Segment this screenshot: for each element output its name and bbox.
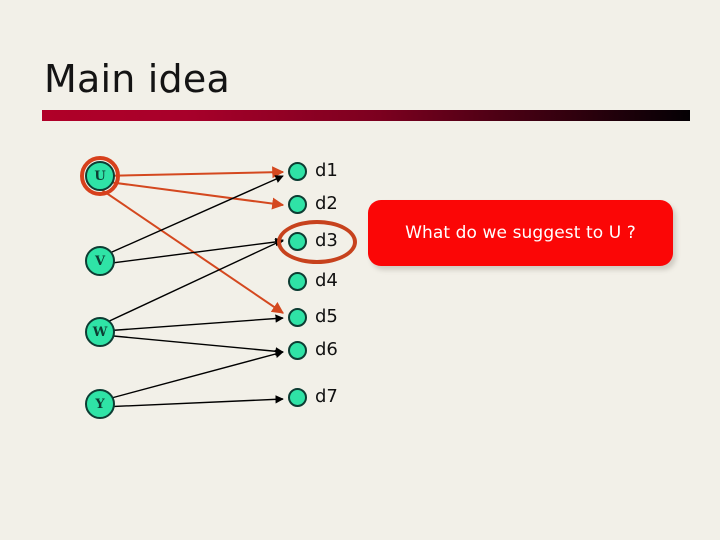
graph-node-doc-d2[interactable] [288,195,307,214]
title-underline-rule [42,110,690,121]
edge-u-d5 [98,187,284,314]
graph-node-user-v[interactable]: V [85,246,115,276]
graph-node-doc-d5-label: d5 [315,306,338,327]
doc-d3-highlight-ellipse [277,220,357,264]
graph-node-doc-d7[interactable] [288,388,307,407]
question-callout: What do we suggest to U ? [368,200,673,266]
edge-u-d2 [100,180,285,210]
edge-w-d6 [102,334,284,356]
edge-y-d6 [103,349,284,401]
graph-node-user-y[interactable]: Y [85,389,115,419]
edge-v-d3 [103,237,284,265]
graph-node-doc-d6[interactable] [288,341,307,360]
edge-w-d3 [102,239,284,325]
graph-node-doc-d2-label: d2 [315,193,338,214]
edge-u-d1 [100,166,285,179]
question-callout-text: What do we suggest to U ? [405,223,636,243]
graph-node-doc-d1-label: d1 [315,160,338,181]
graph-node-doc-d6-label: d6 [315,339,338,360]
user-u-highlight-ring [80,156,120,196]
graph-node-doc-d7-label: d7 [315,386,338,407]
edge-v-d1 [102,175,284,257]
edge-y-d7 [101,395,284,408]
graph-node-doc-d1[interactable] [288,162,307,181]
graph-node-user-v-label: V [94,253,106,269]
graph-node-user-w-label: W [92,324,108,340]
graph-node-user-y-label: Y [95,396,105,412]
page-title: Main idea [44,57,230,101]
graph-node-user-u[interactable]: U [85,161,115,191]
graph-node-doc-d5[interactable] [288,308,307,327]
graph-node-doc-d3[interactable] [288,232,307,251]
graph-node-user-w[interactable]: W [85,317,115,347]
graph-node-doc-d4[interactable] [288,272,307,291]
graph-node-doc-d3-label: d3 [315,230,338,251]
edge-w-d5 [103,314,284,332]
graph-node-doc-d4-label: d4 [315,270,338,291]
graph-node-user-u-label: U [94,168,106,184]
